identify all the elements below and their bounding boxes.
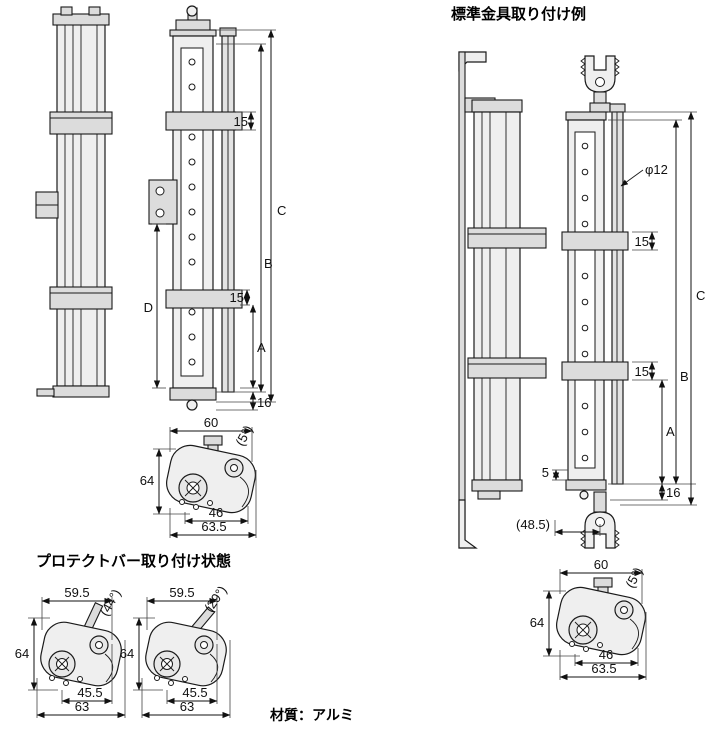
- bracket-detail-left: [166, 435, 256, 514]
- dim-label-46-r: 46: [599, 647, 613, 662]
- dim-label-15-top-r: 15: [635, 234, 649, 249]
- protect-bar-bracket-29: [145, 606, 227, 687]
- dim-label-48-5: (48.5): [516, 517, 550, 532]
- dim-label-15-mid: 15: [230, 290, 244, 305]
- dim-label-45-5-b: 45.5: [182, 685, 207, 700]
- sensor-bar-side-view: [35, 6, 113, 398]
- dim-label-c: C: [277, 203, 286, 218]
- dim-label-16-r: 16: [666, 485, 680, 500]
- standard-mount-side-view: [458, 51, 547, 549]
- dim-label-a: A: [257, 340, 266, 355]
- bracket-detail-right: [556, 577, 646, 656]
- dim-label-63-b: 63: [180, 699, 194, 714]
- protect-bar-bracket-44: [40, 602, 122, 687]
- dim-label-phi12: φ12: [645, 162, 668, 177]
- front-view-dimensions: C B 15 15 A 16 D: [144, 29, 286, 411]
- dim-label-63-5: 63.5: [201, 519, 226, 534]
- dim-label-29deg: (29°): [201, 583, 230, 615]
- dim-label-60-r: 60: [594, 557, 608, 572]
- dim-label-64-r: 64: [530, 615, 544, 630]
- dim-label-64: 64: [140, 473, 154, 488]
- dim-label-b: B: [264, 256, 273, 271]
- dim-label-15-top: 15: [234, 114, 248, 129]
- dim-label-c-r: C: [696, 288, 705, 303]
- dim-label-59-5-a: 59.5: [64, 585, 89, 600]
- dim-label-b-r: B: [680, 369, 689, 384]
- bracket-detail-right-dimensions: 60 (5°) 64 46 63.5: [530, 557, 647, 681]
- standard-mount-dimensions: φ12 15 15 A B C 16 5 (48.5): [516, 111, 705, 536]
- dim-label-64-b: 64: [120, 646, 134, 661]
- dim-label-59-5-b: 59.5: [169, 585, 194, 600]
- dim-label-44deg: (44°): [97, 586, 124, 618]
- material-note: 材質：アルミ: [270, 707, 354, 723]
- dim-label-16: 16: [257, 395, 271, 410]
- dim-label-a-r: A: [666, 424, 675, 439]
- dim-label-45-5-a: 45.5: [77, 685, 102, 700]
- dim-label-5: 5: [542, 465, 549, 480]
- heading-standard-bracket: 標準金具取り付け例: [451, 5, 586, 23]
- dim-label-15-mid-r: 15: [635, 364, 649, 379]
- dim-label-63-5-r: 63.5: [591, 661, 616, 676]
- sensor-bar-front-view: [148, 5, 243, 411]
- dim-label-64-a: 64: [15, 646, 29, 661]
- standard-mount-front-view: [561, 55, 629, 549]
- dim-label-63-a: 63: [75, 699, 89, 714]
- dim-label-d: D: [144, 300, 153, 315]
- dim-label-46: 46: [209, 505, 223, 520]
- heading-protect-bar: プロテクトバー取り付け状態: [36, 552, 231, 570]
- dim-label-60: 60: [204, 415, 218, 430]
